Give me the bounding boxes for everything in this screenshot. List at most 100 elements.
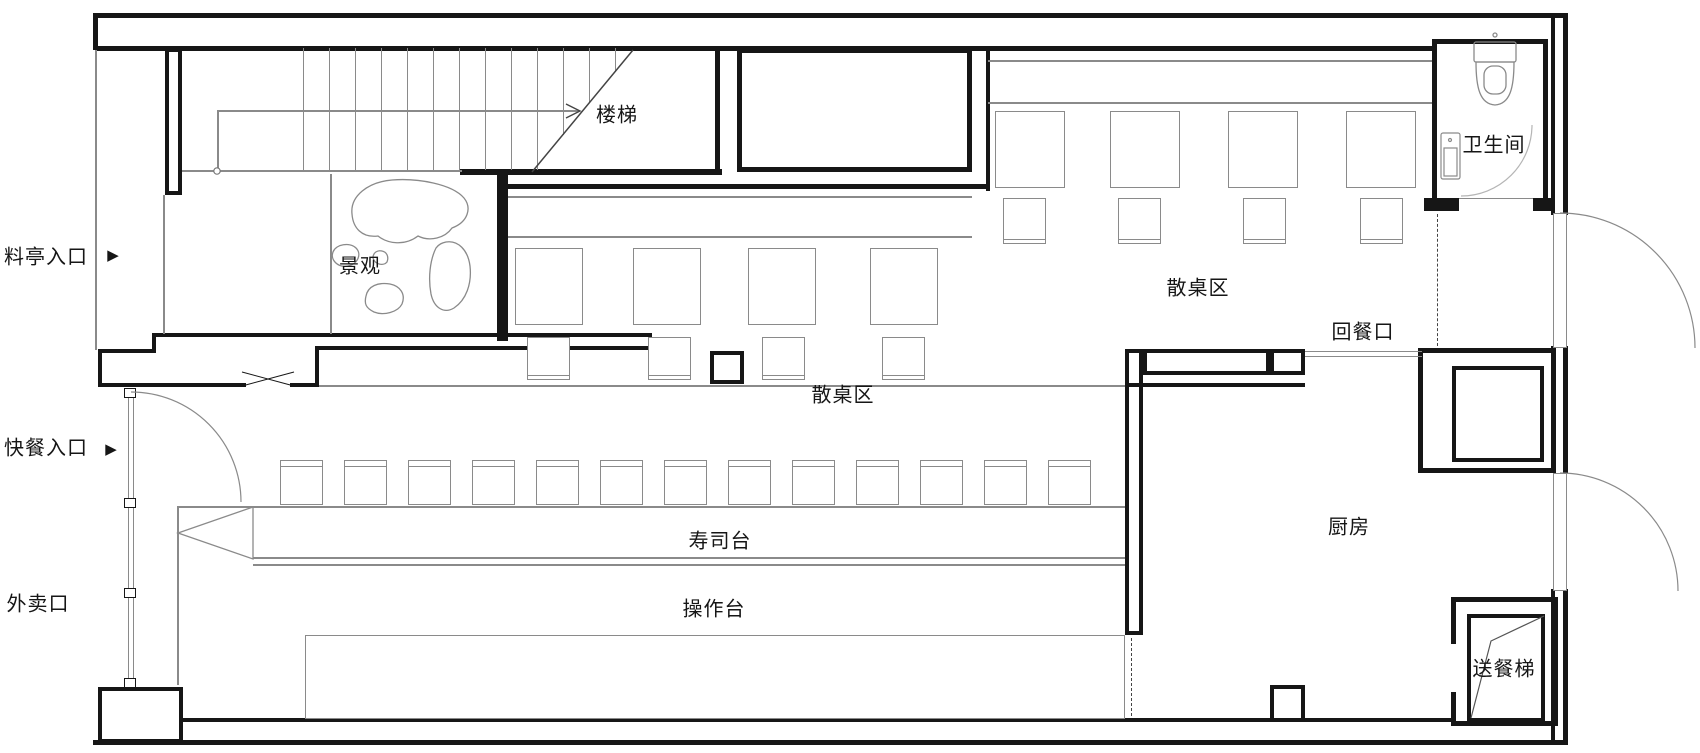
kitchen-exit-door-arc: [1559, 472, 1679, 592]
stool-seat-line: [409, 466, 450, 468]
fastfood-door-arc: [130, 391, 242, 503]
stool-seat-line: [729, 466, 770, 468]
sushi-bar-top: [253, 506, 1125, 508]
label-takeout-window: 外卖口: [6, 593, 70, 616]
stair-tread: [433, 48, 435, 170]
entry-wall-bottom-a: [98, 383, 246, 387]
label-scattered-tables-lower: 散桌区: [811, 384, 875, 407]
landscape-left-line: [163, 195, 165, 334]
wall-pier-2: [1270, 685, 1305, 722]
sushi-stool: [728, 460, 771, 505]
bottom-wall-inner-a: [183, 718, 1270, 722]
dining-chair: [1360, 198, 1403, 244]
stair-path-h: [217, 110, 579, 112]
stool-seat-line: [665, 466, 706, 468]
dining-chair: [882, 337, 925, 380]
restroom-stub-right: [1533, 198, 1552, 211]
landscape-stones: [331, 178, 472, 315]
stair-tread: [615, 48, 617, 72]
corner-wall-block: [98, 687, 183, 743]
bench-line-right-bottom: [988, 102, 1432, 104]
stool-seat-line: [473, 466, 514, 468]
stair-tread: [511, 48, 513, 170]
sushi-stool: [600, 460, 643, 505]
fastfood-entrance-arrow-icon: ▶: [105, 441, 117, 458]
chair-seat-line: [1361, 239, 1402, 241]
bottom-wall-outer: [93, 740, 1568, 745]
dining-chair: [1243, 198, 1286, 244]
chair-seat-line: [528, 375, 569, 377]
right-wall-inner-a: [1551, 13, 1555, 215]
sushi-stool: [408, 460, 451, 505]
dining-chair: [1118, 198, 1161, 244]
sushi-stool: [856, 460, 899, 505]
stool-seat-line: [921, 466, 962, 468]
stair-tread: [355, 48, 357, 170]
mid-wall-lower-edge: [315, 346, 652, 350]
structural-column: [710, 351, 744, 384]
food-return-wall-cap: [1270, 349, 1305, 375]
stool-seat-line: [537, 466, 578, 468]
right-wall-outer-c: [1563, 589, 1568, 745]
stool-seat-line: [793, 466, 834, 468]
door-leaf-upper: [1553, 213, 1567, 348]
label-dumbwaiter: 送餐梯: [1472, 658, 1536, 681]
stool-seat-line: [1049, 466, 1090, 468]
landscape-divider-line: [330, 174, 332, 334]
window-mullion: [124, 388, 136, 398]
sushi-bar-bottom-a: [253, 557, 1125, 559]
restroom-stub-left: [1424, 198, 1459, 211]
right-wall-outer-b: [1563, 346, 1568, 473]
sushi-stool: [536, 460, 579, 505]
label-restroom: 卫生间: [1462, 134, 1526, 157]
label-kitchen: 厨房: [1328, 516, 1370, 539]
chair-seat-line: [1119, 239, 1160, 241]
service-counter-h: [177, 506, 254, 508]
upper-exit-door-arc: [1559, 212, 1696, 349]
kitchen-wall-vertical: [1125, 349, 1143, 635]
sushi-stool: [472, 460, 515, 505]
sushi-stool: [280, 460, 323, 505]
sushi-stool: [920, 460, 963, 505]
stair-tread: [563, 48, 565, 135]
label-landscape: 景观: [339, 255, 381, 278]
bench-line-right-top: [988, 60, 1432, 62]
top-wall-inner: [97, 46, 1434, 51]
stair-right-wall: [715, 48, 720, 174]
dining-chair: [527, 337, 570, 380]
storefront-glass-b: [133, 392, 135, 688]
top-wall-outer: [93, 13, 1568, 18]
bottom-wall-inner-b: [1305, 718, 1455, 722]
label-sushi-bar: 寿司台: [688, 530, 752, 553]
service-counter-v: [177, 507, 179, 685]
return-threshold-b: [1305, 356, 1422, 358]
stool-seat-line: [601, 466, 642, 468]
entry-wall-bottom-b: [290, 383, 319, 387]
aisle-line: [319, 385, 1125, 387]
stool-seat-line: [857, 466, 898, 468]
label-scattered-tables-upper: 散桌区: [1166, 277, 1230, 300]
x-window-glyph: [241, 371, 295, 387]
stair-tread: [303, 48, 305, 170]
entry-wall-left: [98, 349, 102, 387]
right-wall-inner-b: [1551, 346, 1555, 473]
label-ryotei-entrance: 料亭入口: [4, 246, 88, 269]
label-fastfood-entrance: 快餐入口: [4, 437, 88, 460]
dining-table: [995, 111, 1065, 188]
kitchen-aisle-wall: [1125, 383, 1305, 387]
dining-table: [1346, 111, 1416, 188]
mid-wall-step: [315, 346, 319, 387]
stair-tread: [589, 48, 591, 103]
landscape-bottom-wall: [152, 333, 652, 337]
stair-path-v: [217, 111, 219, 172]
stair-tread: [485, 48, 487, 170]
return-threshold-a: [1305, 351, 1422, 353]
stair-tread: [537, 48, 539, 170]
dining-table: [1228, 111, 1298, 188]
dashed-line-restroom: [1437, 214, 1438, 346]
chair-seat-line: [763, 375, 804, 377]
food-return-wall: [1143, 349, 1270, 375]
chair-seat-line: [883, 375, 924, 377]
label-food-return: 回餐口: [1331, 321, 1395, 344]
